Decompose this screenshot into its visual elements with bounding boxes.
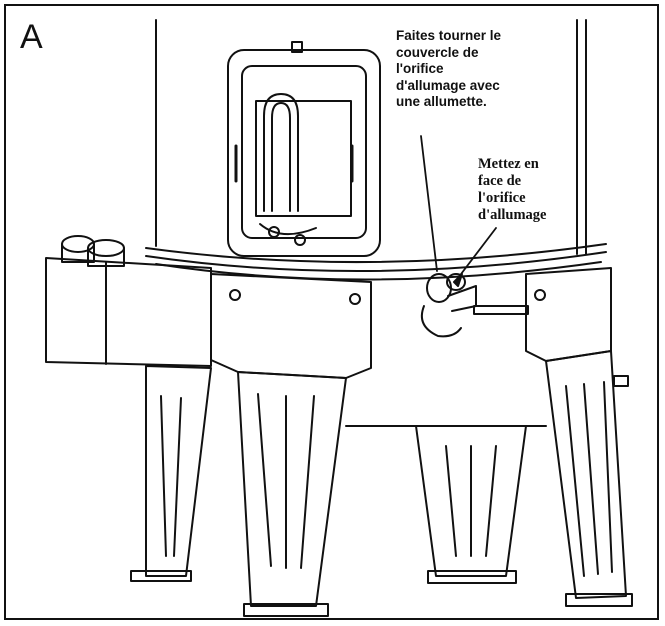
knob-2-body (87, 247, 125, 267)
callout-align-port: Mettez en face de l'orifice d'allumage (478, 156, 588, 224)
rotate-arrow (420, 305, 462, 338)
pilot-rod (473, 305, 529, 315)
leader-line-1 (420, 135, 438, 272)
bracket-screw-right (349, 293, 361, 305)
bracket-right (525, 267, 612, 362)
base-ring-top (145, 243, 607, 264)
bracket-right-screw (534, 289, 546, 301)
door-window-frame (255, 100, 352, 217)
callout-1-line: une allumette. (396, 94, 487, 109)
burner-base (259, 223, 317, 235)
figure-frame: A Faites tourner le couvercle de l'orifi… (4, 4, 659, 620)
leg-rear-left (130, 365, 212, 582)
base-ring-bottom (155, 261, 602, 281)
burner-tube-inner (271, 102, 291, 212)
leg-front-left (237, 371, 347, 617)
leader-arrowhead-2 (453, 273, 463, 287)
control-door-inner (241, 65, 367, 239)
base-ring-mid (145, 251, 607, 273)
control-door-outer (227, 49, 381, 257)
callout-2-line: face de (478, 173, 522, 189)
burner-tube (263, 93, 299, 212)
callout-1-line: d'allumage avec (396, 77, 500, 93)
left-block (45, 257, 212, 367)
callout-1-line: Faites tourner le (396, 28, 502, 43)
ignition-port (446, 273, 466, 291)
leg-rear-right (415, 425, 527, 584)
burner-nut-1 (268, 226, 280, 238)
callout-1-line: couvercle de (396, 44, 479, 60)
burner-nut-2 (294, 234, 306, 246)
appliance-drawing (45, 19, 633, 617)
callout-2-line: l'orifice (478, 190, 526, 206)
control-door-tab (291, 41, 303, 53)
bracket-screw-left (229, 289, 241, 301)
callout-1-line: l'orifice (396, 61, 444, 76)
pilot-tube (447, 285, 477, 312)
lower-shell (371, 306, 526, 426)
callout-2-line: Mettez en (478, 156, 539, 172)
callout-2-line: d'allumage (478, 207, 547, 223)
panel-label: A (20, 18, 43, 56)
leg-front-right (545, 350, 633, 607)
callout-rotate-cover: Faites tourner le couvercle de l'orifice… (396, 28, 546, 111)
leader-line-2 (457, 227, 497, 279)
